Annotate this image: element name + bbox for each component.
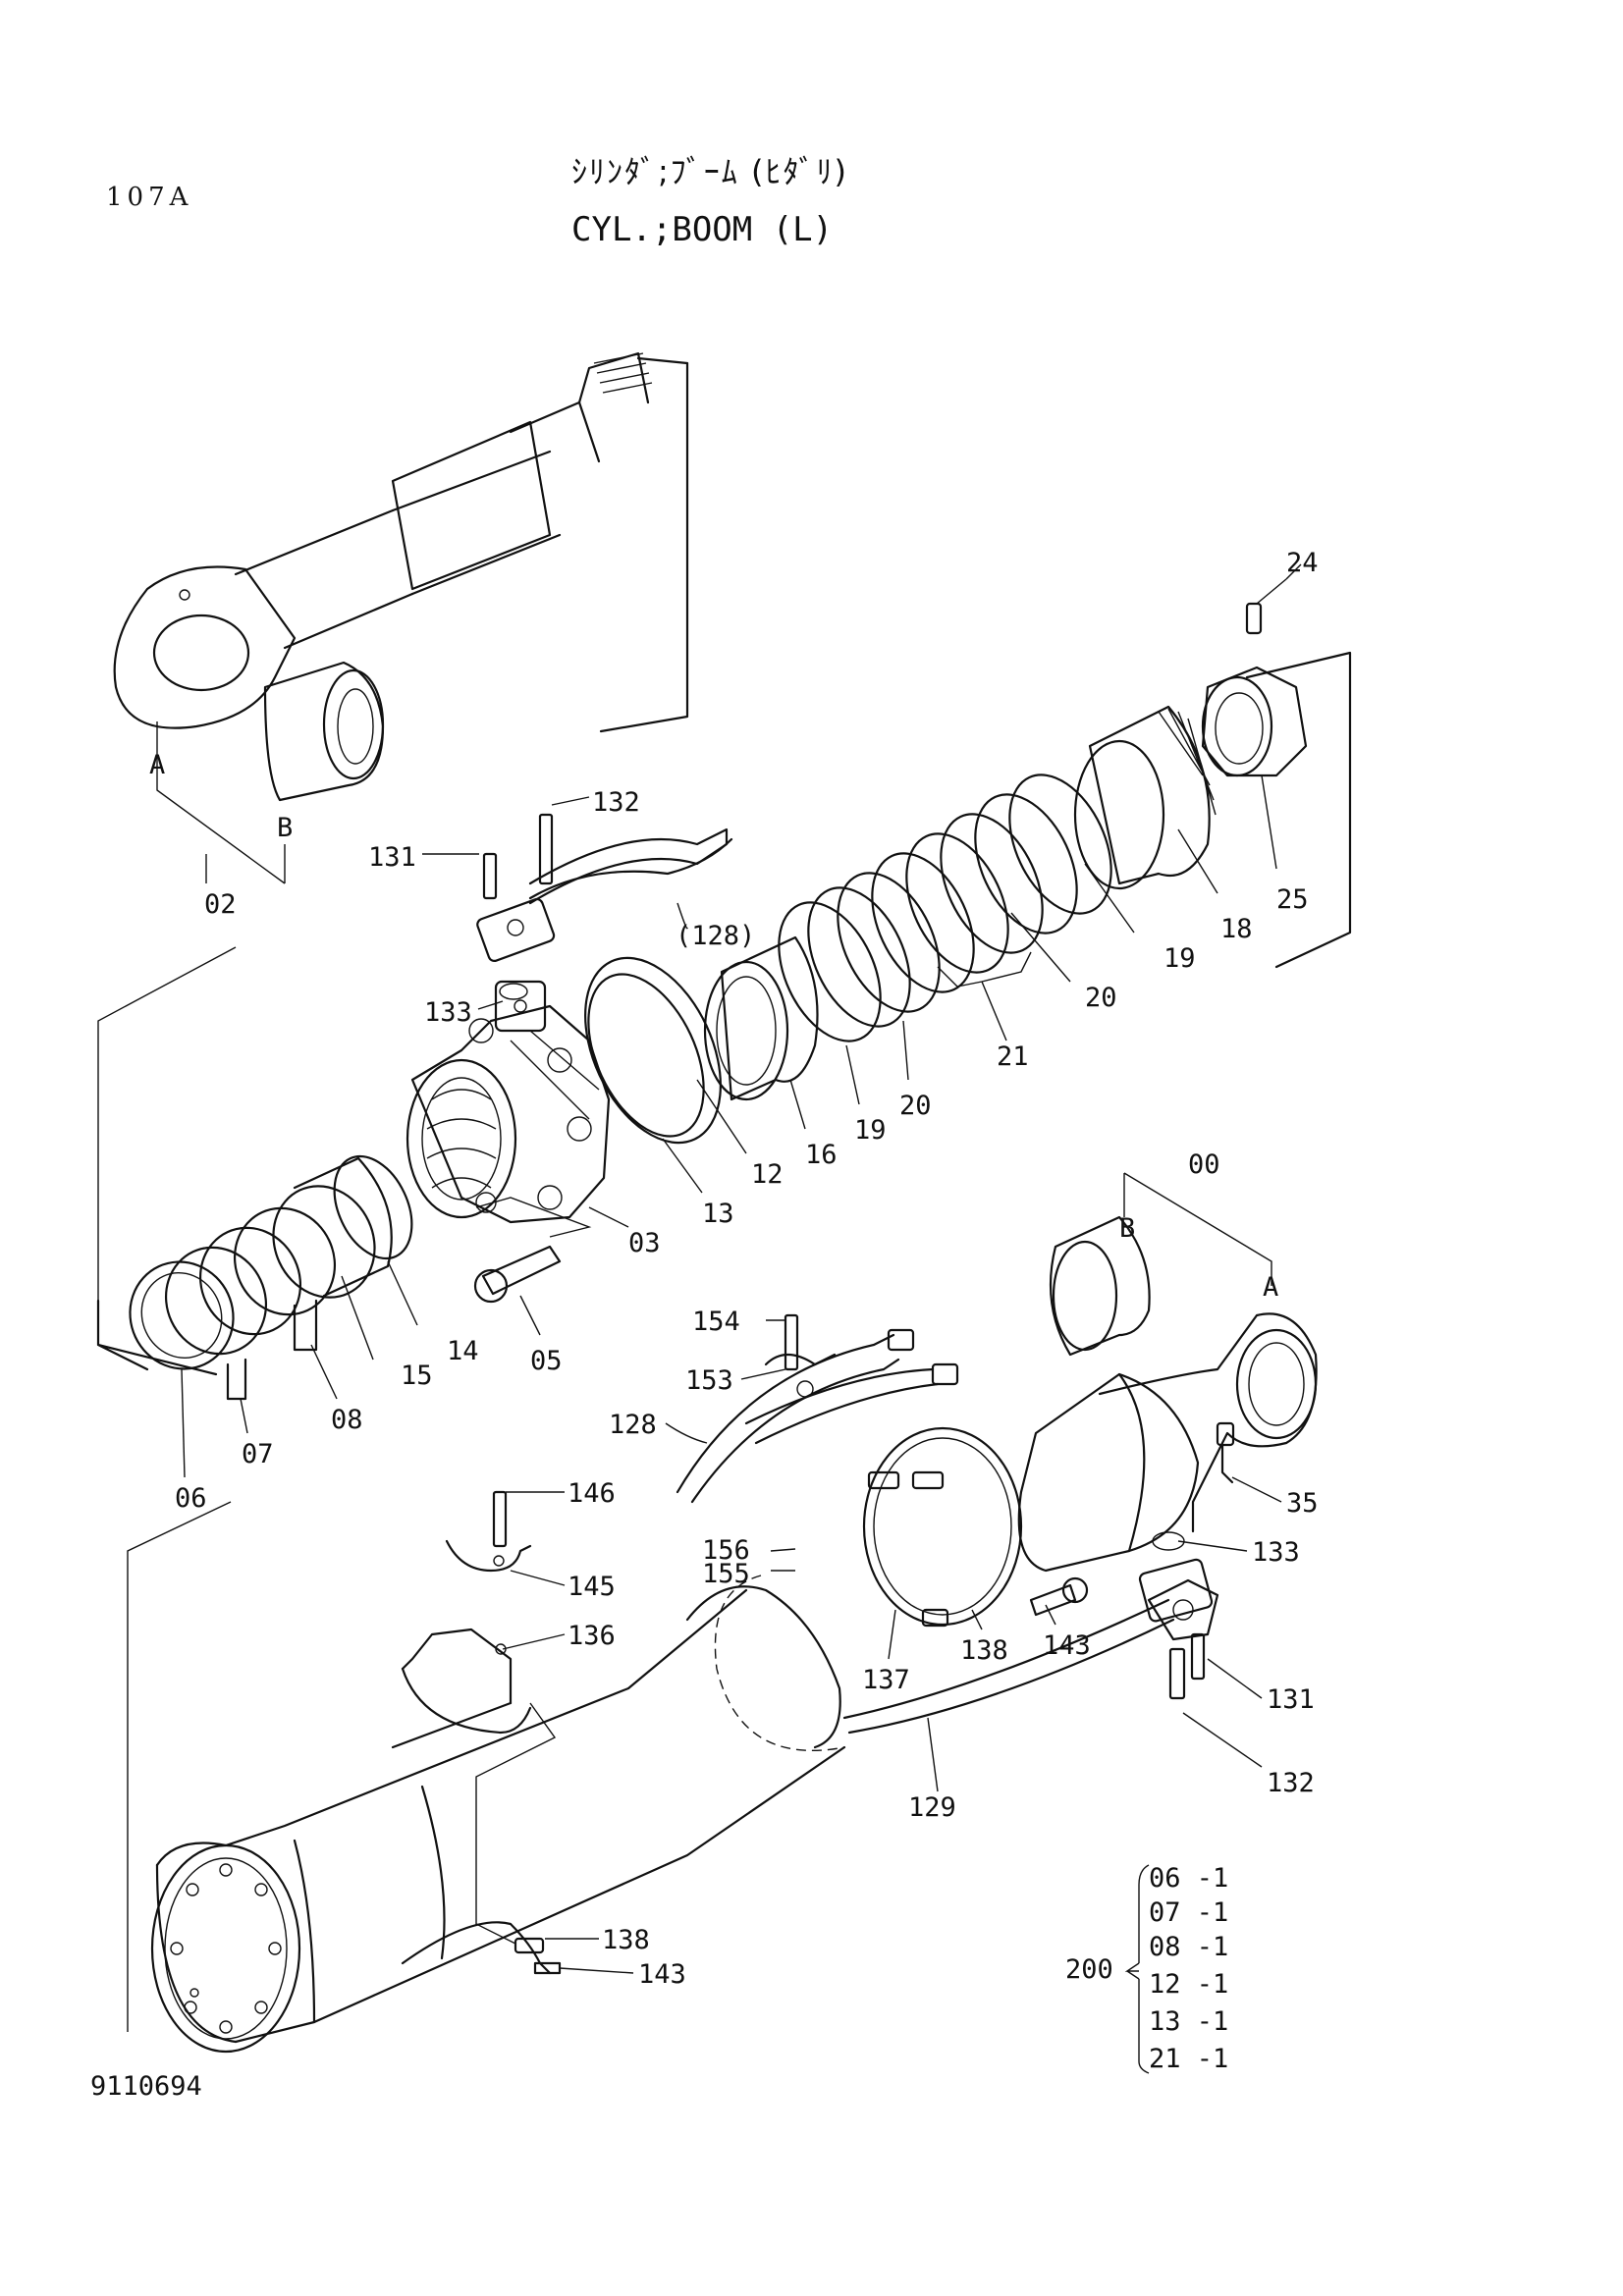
bushing-16 — [703, 935, 819, 1101]
callout-07: 07 — [242, 1439, 274, 1469]
ring-13 — [587, 973, 705, 1138]
callout-16: 16 — [805, 1140, 838, 1170]
outline-frame-left — [97, 946, 237, 1345]
kit-item: 06 -1 — [1149, 1863, 1228, 1894]
callout-153: 153 — [685, 1365, 733, 1396]
callout-132: 132 — [592, 787, 640, 818]
cylinder-head — [406, 980, 611, 1224]
callout-129: 129 — [908, 1792, 956, 1823]
callout-155: 155 — [702, 1559, 750, 1589]
rod-bushing — [263, 661, 385, 802]
set-screw-24 — [1245, 578, 1287, 635]
piston-seal-set — [778, 774, 1112, 1042]
callout-06: 06 — [175, 1483, 207, 1514]
callout-137: 137 — [862, 1665, 910, 1695]
callout-B: B — [277, 813, 293, 843]
piston-18 — [1073, 705, 1217, 890]
callout-146: 146 — [568, 1478, 616, 1509]
callout-133: 133 — [424, 997, 472, 1028]
assembly-bracket-02 — [156, 721, 286, 884]
piston-rod — [113, 351, 689, 733]
pipe-129 — [842, 1578, 1219, 1735]
callout-133: 133 — [1252, 1537, 1300, 1568]
rod-end-eye — [1017, 1312, 1318, 1573]
callout-20: 20 — [899, 1091, 932, 1121]
leader-web — [475, 1197, 592, 1238]
ring-12 — [584, 956, 722, 1145]
callout-21: 21 — [997, 1041, 1029, 1072]
kit-item: 12 -1 — [1149, 1969, 1228, 2000]
callout-03: 03 — [628, 1228, 661, 1258]
cylinder-tube — [150, 1575, 846, 2054]
callout-19: 19 — [854, 1115, 887, 1146]
callout-B: B — [1119, 1213, 1135, 1244]
callout-143: 143 — [1043, 1630, 1091, 1661]
bolt-143 — [1029, 1576, 1089, 1617]
callout-35: 35 — [1286, 1488, 1319, 1519]
callout-19: 19 — [1163, 943, 1196, 974]
title-japanese: ｼﾘﾝﾀﾞ;ﾌﾞｰﾑ (ﾋﾀﾞﾘ) — [571, 153, 848, 190]
callout-13: 13 — [702, 1199, 734, 1229]
kit-item: 07 -1 — [1149, 1897, 1228, 1928]
callout-14: 14 — [447, 1336, 479, 1366]
callout-labels: 24 132 131 A B 02 (128) 133 18 25 19 20 … — [149, 548, 1319, 1990]
callout-145: 145 — [568, 1572, 616, 1602]
callout-143: 143 — [638, 1959, 686, 1990]
callout-18: 18 — [1220, 914, 1253, 944]
leader-lines — [181, 563, 1302, 1974]
assembly-bracket-00 — [1123, 1172, 1272, 1286]
callout-156: 156 — [702, 1535, 750, 1566]
callout-25: 25 — [1276, 884, 1309, 915]
kit-item: 13 -1 — [1149, 2006, 1228, 2037]
pipe-128-top — [476, 813, 733, 1000]
clamp-145 — [445, 1490, 532, 1573]
callout-136: 136 — [568, 1621, 616, 1651]
kit-item: 21 -1 — [1149, 2044, 1228, 2074]
outline-frame-bottom — [127, 1501, 232, 2032]
seal-kit-200: 200 06 -1 07 -1 08 -1 12 -1 13 -1 21 -1 — [1065, 1863, 1228, 2074]
clamp-bracket-136 — [391, 1628, 532, 1749]
band-clamp-lower — [401, 1921, 552, 1975]
callout-24: 24 — [1286, 548, 1319, 578]
band-clamp-137 — [862, 1426, 1023, 1628]
callout-02: 02 — [204, 889, 237, 920]
callout-A: A — [1263, 1272, 1278, 1303]
callout-A: A — [149, 750, 165, 780]
drawing-code: 9110694 — [90, 2071, 202, 2102]
bolt-143-lower — [533, 1961, 562, 1975]
rod-seal-stack — [96, 1154, 413, 1401]
callout-08: 08 — [331, 1405, 363, 1435]
pipe-128 — [676, 1328, 959, 1504]
callout-20: 20 — [1085, 983, 1117, 1013]
callout-138: 138 — [960, 1635, 1008, 1666]
page-number: 107A — [106, 183, 193, 212]
callout-00: 00 — [1188, 1149, 1220, 1180]
callout-154: 154 — [692, 1307, 740, 1337]
callout-05: 05 — [530, 1346, 563, 1376]
callout-12: 12 — [751, 1159, 784, 1190]
callout-132: 132 — [1267, 1768, 1315, 1798]
kit-item: 08 -1 — [1149, 1932, 1228, 1962]
callout-131: 131 — [368, 842, 416, 873]
flange-131-132 — [1138, 1531, 1214, 1700]
socket-bolt-05 — [473, 1245, 562, 1304]
callout-128: 128 — [609, 1410, 657, 1440]
callout-138: 138 — [602, 1925, 650, 1955]
bracket-right — [1245, 651, 1352, 969]
leader-143-lower-path — [475, 1702, 557, 1945]
nut-25 — [1201, 666, 1308, 777]
kit-label: 200 — [1065, 1954, 1113, 1985]
title-english: CYL.;BOOM (L) — [571, 210, 834, 249]
callout-131: 131 — [1267, 1684, 1315, 1715]
callout-128-ref: (128) — [676, 921, 755, 951]
callout-15: 15 — [401, 1361, 433, 1391]
rod-end-bushing — [1049, 1215, 1151, 1357]
